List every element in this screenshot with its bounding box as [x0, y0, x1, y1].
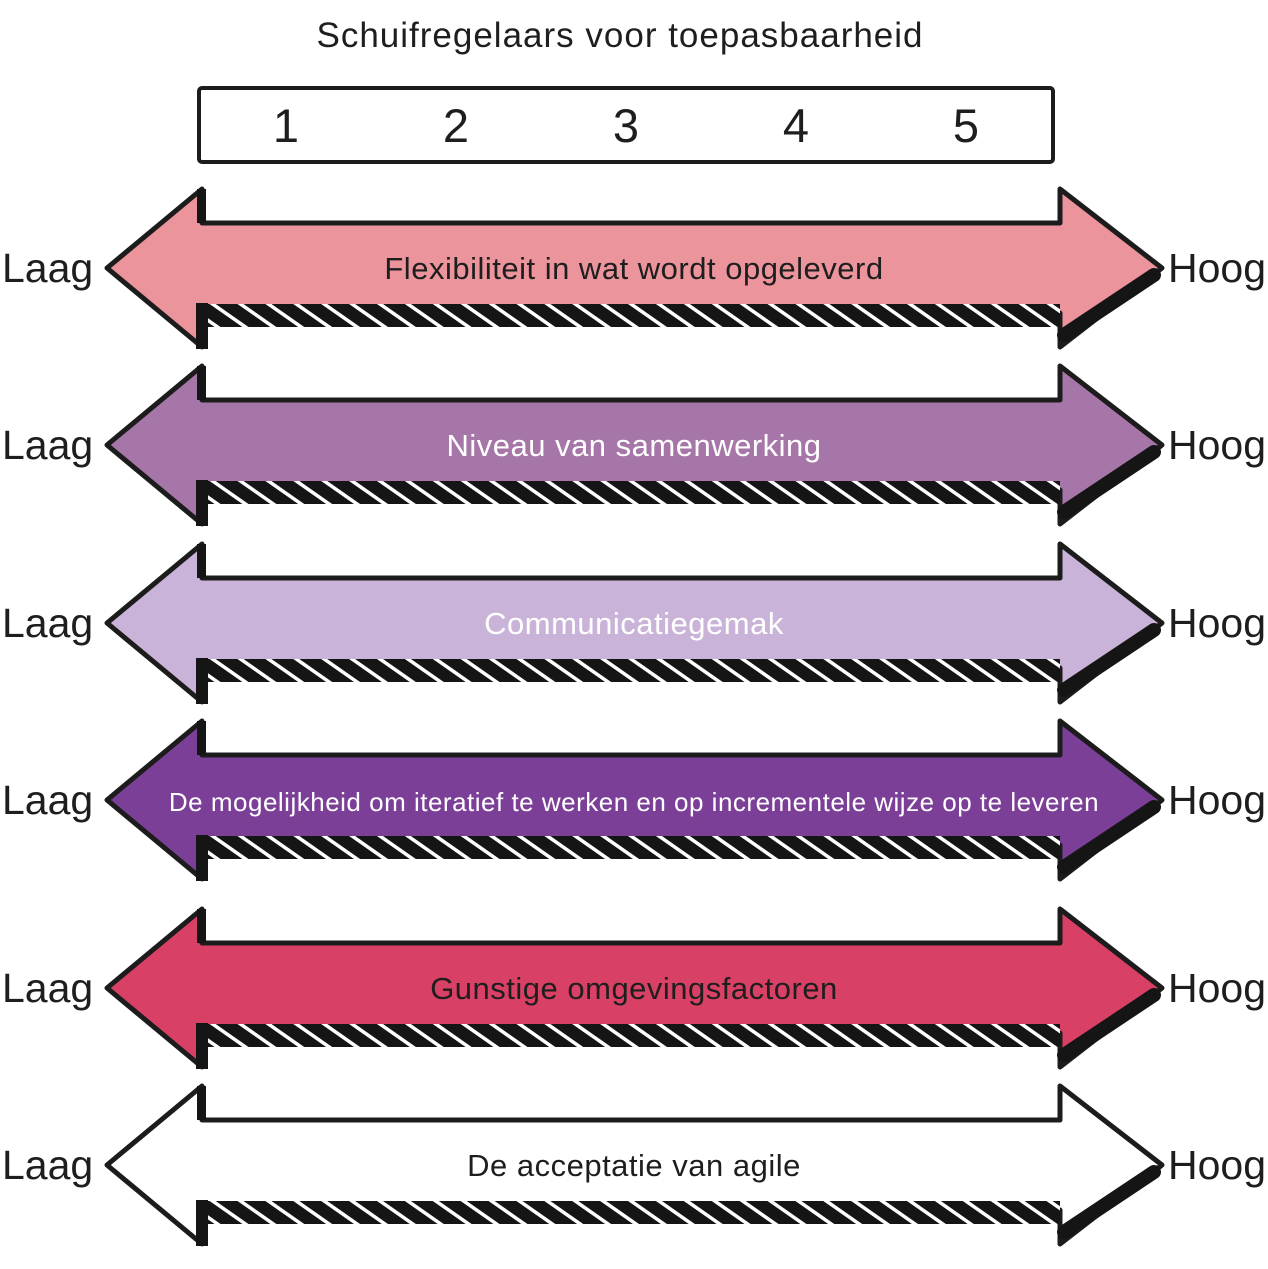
- scale-number: 5: [952, 98, 980, 152]
- low-label: Laag: [2, 599, 94, 646]
- high-label: Hoog: [1167, 599, 1266, 646]
- left-notch-shadow-bottom: [196, 835, 208, 881]
- arrow-shadow-hatch: [202, 836, 1060, 859]
- left-notch-shadow-bottom: [196, 1200, 208, 1246]
- left-notch-shadow-bottom: [196, 480, 208, 526]
- slider-row: Laag De mogelijkheid om iteratief te wer…: [0, 715, 1268, 885]
- slider-row: Laag Gunstige omgevingsfactoren Hoog: [0, 903, 1268, 1073]
- double-arrow: Flexibiliteit in wat wordt opgeleverd: [104, 186, 1165, 350]
- left-notch-shadow-top: [197, 721, 206, 755]
- low-label: Laag: [2, 964, 94, 1011]
- diagram-title: Schuifregelaars voor toepasbaarheid: [316, 16, 924, 55]
- high-label: Hoog: [1167, 776, 1266, 823]
- arrowhead-shadow: [1057, 800, 1161, 874]
- slider-row: Laag Communicatiegemak Hoog: [0, 538, 1268, 708]
- arrow-label: Communicatiegemak: [484, 606, 784, 641]
- slider-row: Laag Niveau van samenwerking Hoog: [0, 360, 1268, 530]
- arrowhead-shadow: [1057, 988, 1161, 1062]
- low-label: Laag: [2, 421, 94, 468]
- double-arrow: Niveau van samenwerking: [104, 363, 1165, 527]
- arrow-shadow-hatch: [202, 304, 1060, 327]
- low-label: Laag: [2, 244, 94, 291]
- left-notch-shadow-bottom: [196, 303, 208, 349]
- double-arrow: De mogelijkheid om iteratief te werken e…: [104, 718, 1165, 882]
- left-notch-shadow-bottom: [196, 658, 208, 704]
- arrowhead-shadow: [1057, 445, 1161, 519]
- high-label: Hoog: [1167, 1141, 1266, 1188]
- arrowhead-shadow: [1057, 1165, 1161, 1239]
- arrow-shadow-hatch: [202, 481, 1060, 504]
- slider-row: Laag Flexibiliteit in wat wordt opgeleve…: [0, 183, 1268, 353]
- arrowhead-shadow: [1057, 268, 1161, 342]
- left-notch-shadow-top: [197, 189, 206, 223]
- double-arrow: De acceptatie van agile: [104, 1083, 1165, 1247]
- double-arrow: Communicatiegemak: [104, 541, 1165, 705]
- left-notch-shadow-top: [197, 1086, 206, 1120]
- arrow-shadow-hatch: [202, 659, 1060, 682]
- arrow-shadow-hatch: [202, 1024, 1060, 1047]
- double-arrow: Gunstige omgevingsfactoren: [104, 906, 1165, 1070]
- left-notch-shadow-top: [197, 366, 206, 400]
- arrow-label: Flexibiliteit in wat wordt opgeleverd: [384, 251, 883, 286]
- scale-box: 1 2 3 4 5: [197, 86, 1055, 164]
- arrow-label: De acceptatie van agile: [467, 1148, 801, 1183]
- high-label: Hoog: [1167, 964, 1266, 1011]
- slider-row: Laag De acceptatie van agile Hoog: [0, 1080, 1268, 1250]
- left-notch-shadow-top: [197, 544, 206, 578]
- scale-number: 1: [272, 98, 300, 152]
- arrowhead-shadow: [1057, 623, 1161, 697]
- arrow-shadow-hatch: [202, 1201, 1060, 1224]
- scale-number: 3: [612, 98, 640, 152]
- scale-number: 2: [442, 98, 470, 152]
- low-label: Laag: [2, 1141, 94, 1188]
- left-notch-shadow-top: [197, 909, 206, 943]
- left-notch-shadow-bottom: [196, 1023, 208, 1069]
- scale-number: 4: [782, 98, 810, 152]
- high-label: Hoog: [1167, 244, 1266, 291]
- high-label: Hoog: [1167, 421, 1266, 468]
- arrow-label: Niveau van samenwerking: [446, 428, 821, 463]
- arrow-label: De mogelijkheid om iteratief te werken e…: [169, 787, 1099, 817]
- low-label: Laag: [2, 776, 94, 823]
- arrow-label: Gunstige omgevingsfactoren: [430, 971, 838, 1006]
